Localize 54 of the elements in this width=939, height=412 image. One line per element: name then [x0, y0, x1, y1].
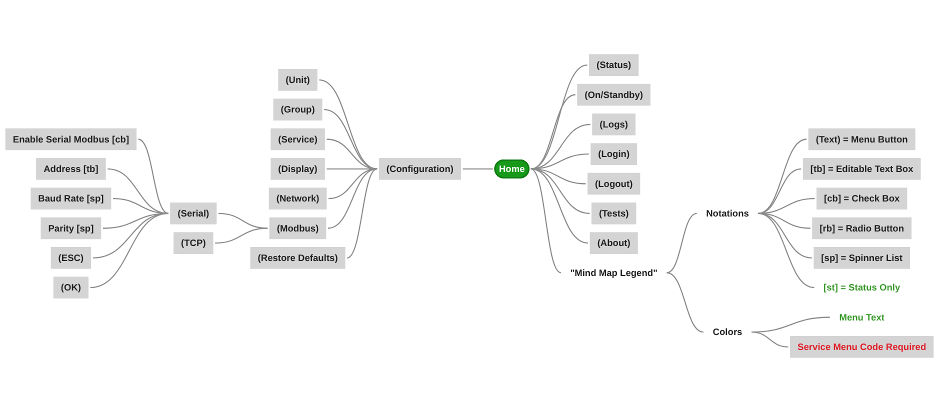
- branch-line: [758, 168, 802, 214]
- root-node: Home: [494, 159, 530, 178]
- branch-line: [326, 138, 378, 170]
- menu-item: (On/Standby): [577, 84, 650, 106]
- menu-item: [tb] = Editable Text Box: [802, 158, 921, 180]
- menu-item: (Display): [270, 158, 325, 180]
- branch-line: [462, 168, 493, 170]
- branch-line: [108, 168, 168, 214]
- menu-item: (Logout): [588, 172, 640, 195]
- menu-item: (Configuration): [378, 158, 462, 180]
- branch-line: [530, 168, 562, 274]
- menu-item: (Login): [590, 143, 638, 165]
- menu-item: Enable Serial Modbus [cb]: [5, 128, 137, 150]
- menu-item: (TCP): [174, 232, 214, 254]
- branch-line: [758, 212, 814, 288]
- menu-item: (Tests): [591, 202, 636, 224]
- branch-line: [530, 124, 590, 170]
- branch-text: Colors: [705, 321, 750, 343]
- menu-item: Baud Rate [sp]: [30, 188, 112, 210]
- menu-item: (Status): [589, 54, 639, 76]
- menu-item: (OK): [53, 276, 89, 298]
- branch-text: "Mind Map Legend": [562, 262, 665, 284]
- branch-text: Notations: [698, 202, 756, 224]
- branch-line: [328, 168, 378, 229]
- branch-line: [666, 212, 697, 274]
- branch-line: [666, 272, 704, 333]
- branch-line: [90, 212, 168, 288]
- branch-line: [113, 198, 168, 214]
- menu-item: (Unit): [278, 69, 318, 91]
- menu-item: (About): [590, 232, 638, 254]
- menu-item: (Service): [270, 128, 325, 150]
- menu-item: (Logs): [592, 114, 636, 136]
- branch-line: [530, 64, 588, 170]
- menu-item: (Restore Defaults): [250, 247, 346, 269]
- menu-item: (Modbus): [269, 217, 326, 240]
- branch-line: [218, 212, 268, 229]
- branch-text: Menu Text: [832, 306, 892, 328]
- menu-item: Parity [sp]: [40, 217, 102, 240]
- branch-line: [751, 332, 788, 348]
- menu-item: Service Menu Code Required: [790, 336, 934, 358]
- branch-line: [215, 228, 268, 244]
- menu-item: [sp] = Spinner List: [814, 247, 910, 269]
- branch-line: [138, 138, 169, 214]
- menu-item: [rb] = Radio Button: [812, 217, 912, 240]
- menu-item: Address [tb]: [36, 158, 106, 180]
- menu-item: (Group): [273, 98, 322, 120]
- menu-item: (Text) = Menu Button: [808, 128, 916, 150]
- menu-item: (Serial): [170, 202, 217, 224]
- menu-item: [cb] = Check Box: [816, 188, 908, 210]
- branch-text: [st] = Status Only: [816, 276, 908, 298]
- menu-item: (Network): [268, 188, 327, 210]
- menu-item: (ESC): [50, 247, 92, 269]
- branch-line: [346, 168, 378, 258]
- branch-line: [530, 168, 588, 244]
